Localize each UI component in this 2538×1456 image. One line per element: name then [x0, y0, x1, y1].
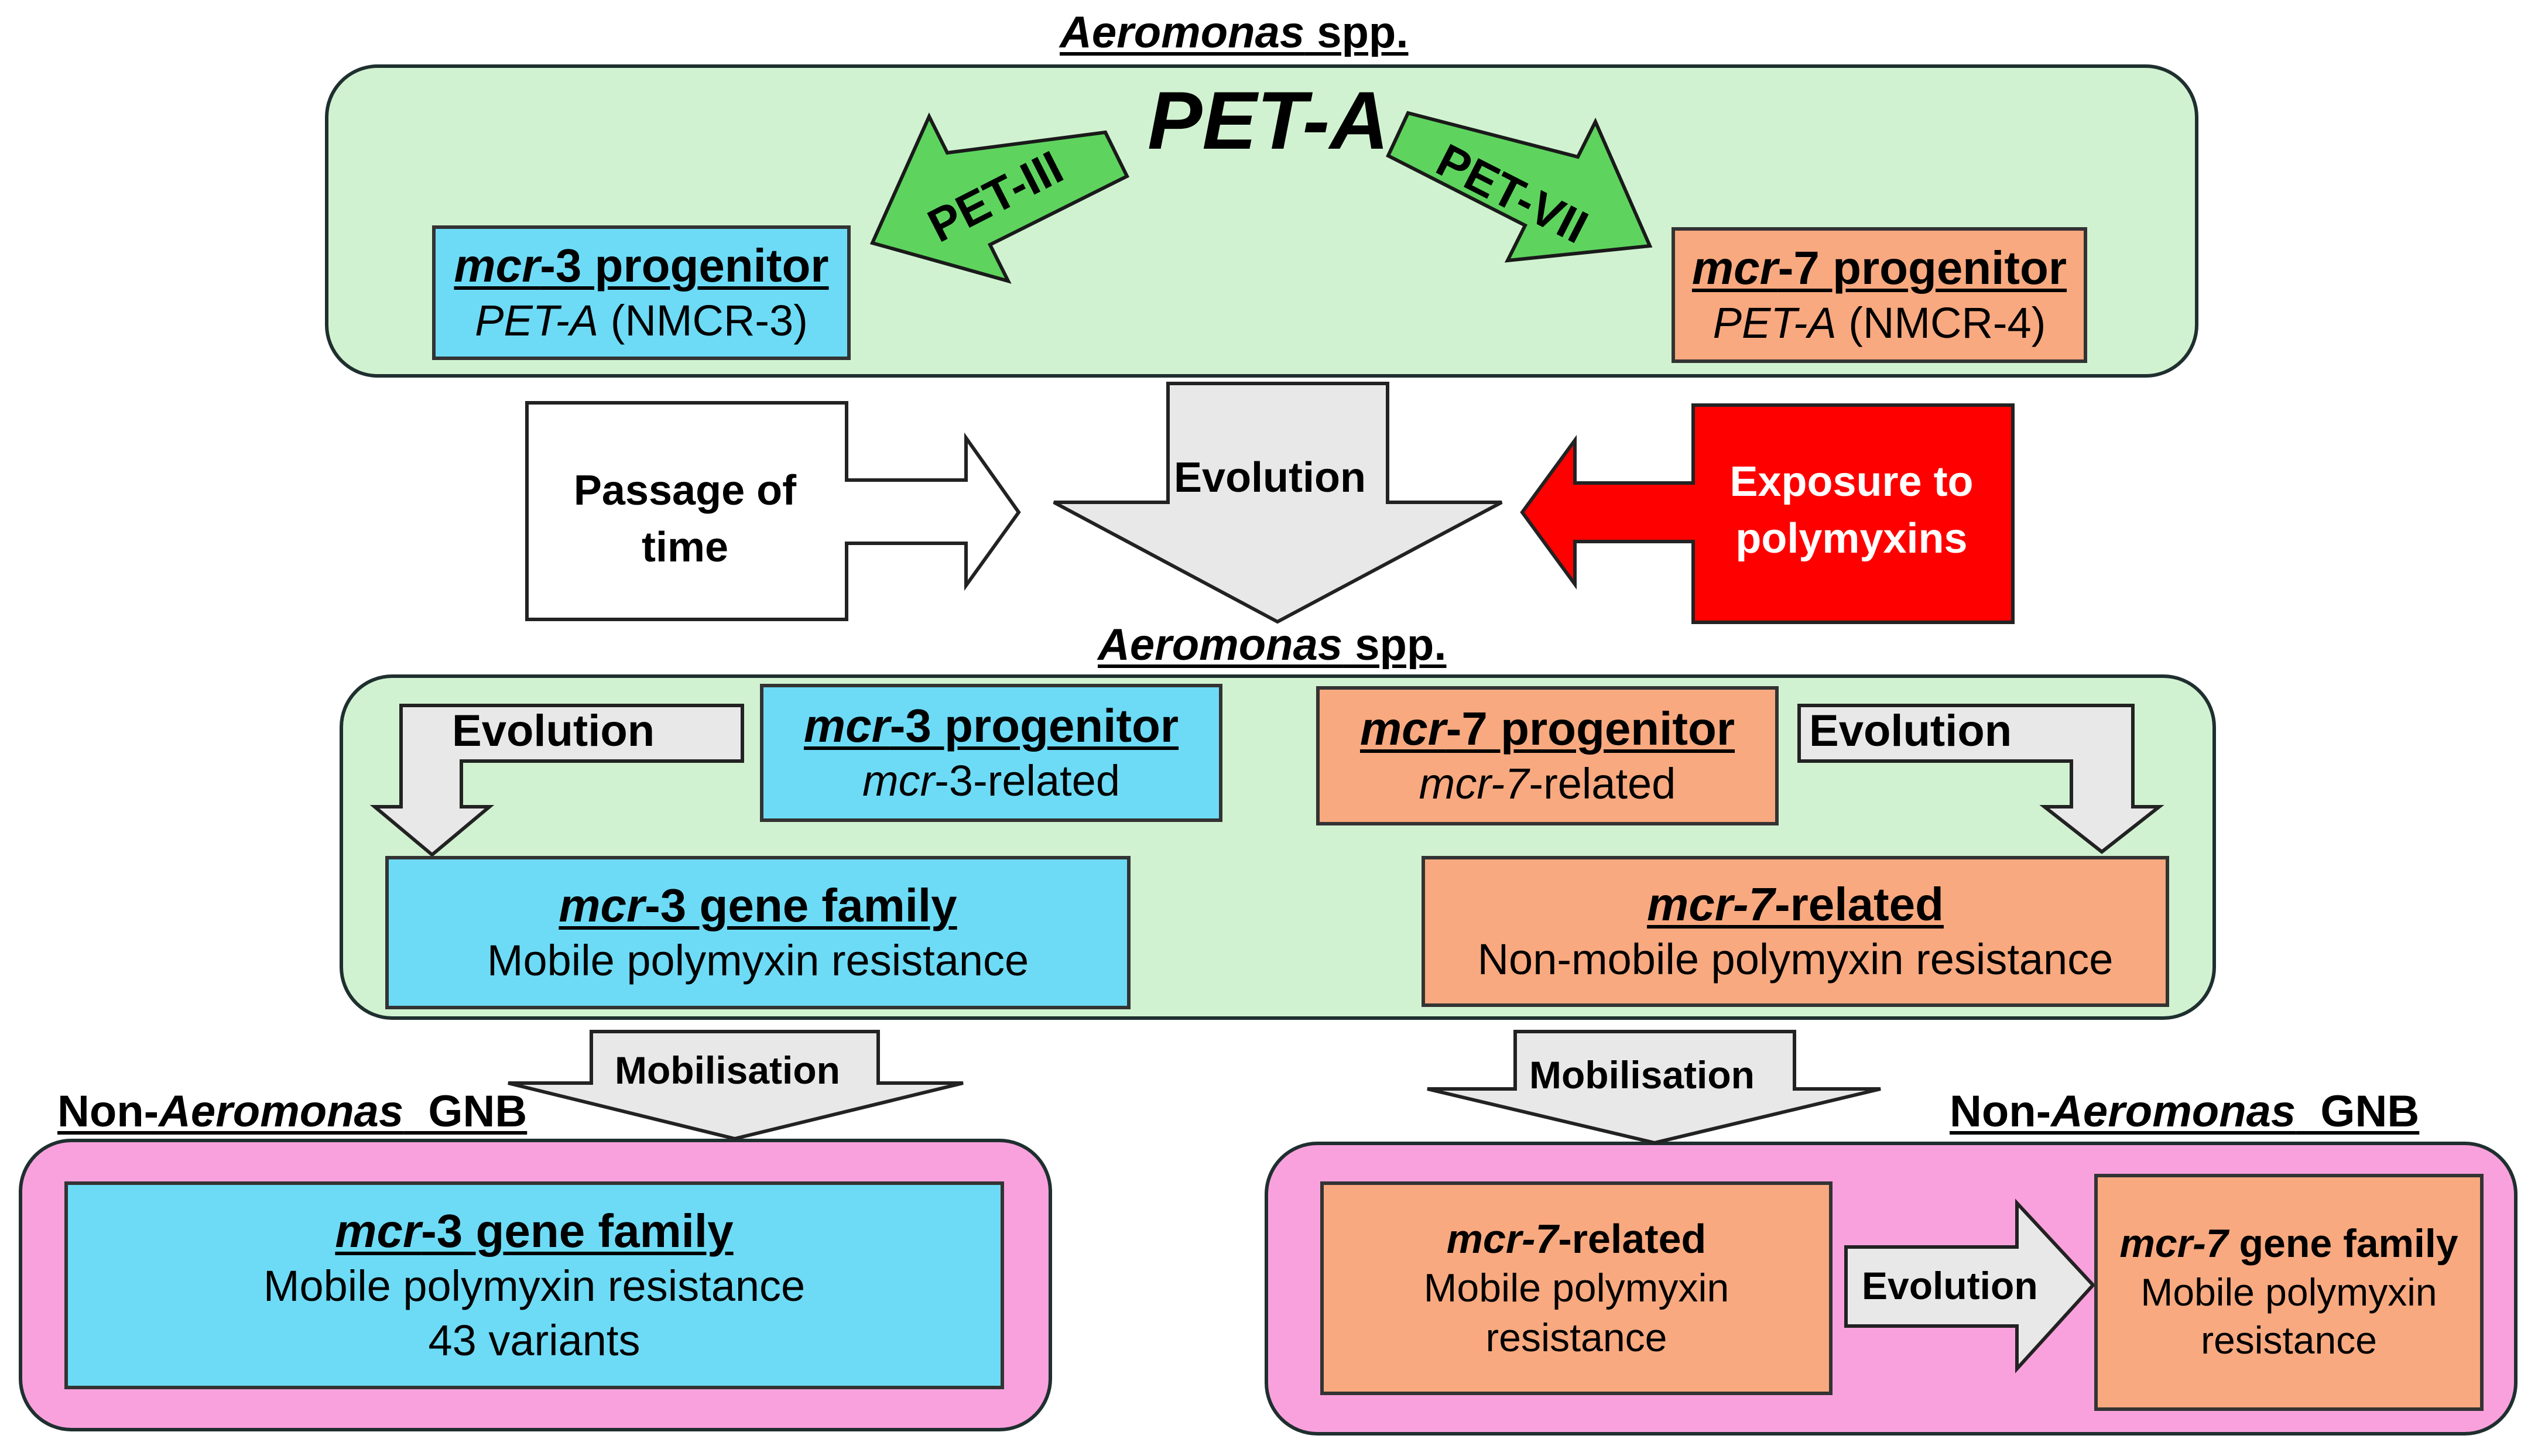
mcr3-progenitor-title: mcr-3 progenitor: [454, 239, 829, 292]
mcr7-progenitor-title: mcr-7 progenitor: [1691, 241, 2067, 294]
mcr7-progenitor-pet-a-box: mcr-7 progenitor PET-A (NMCR-4): [1672, 227, 2087, 363]
bottom-mcr7-related-line2: resistance: [1485, 1315, 1667, 1360]
bottom-mcr7-gene-family-title: mcr-7 gene family: [2119, 1221, 2458, 1266]
second-mcr3-gene-family-title: mcr-3 gene family: [559, 879, 957, 931]
second-mcr7-related-title: mcr-7-related: [1647, 878, 1944, 930]
left-mobilisation-label: Mobilisation: [615, 1049, 840, 1092]
second-mcr3-gene-family-subtitle: Mobile polymyxin resistance: [487, 936, 1029, 985]
mcr3-progenitor-pet-a-box: mcr-3 progenitor PET-A (NMCR-3): [432, 225, 851, 360]
second-mcr7-related-subtitle: Non-mobile polymyxin resistance: [1477, 934, 2114, 984]
pet-a-title: PET-A: [1148, 74, 1389, 166]
mcr7-progenitor-subtitle: PET-A (NMCR-4): [1712, 298, 2046, 347]
passage-of-time-arrow: [525, 401, 1021, 621]
second-mcr3-progenitor-subtitle: mcr-3-related: [862, 756, 1120, 805]
right-mobilisation-label: Mobilisation: [1529, 1053, 1755, 1097]
second-left-evolution-label: Evolution: [452, 706, 655, 756]
right-mobilisation-arrow: [1427, 1030, 1881, 1145]
second-region-label: Aeromonas spp.: [1098, 620, 1447, 670]
bottom-mcr7-gene-family-line2: resistance: [2201, 1318, 2377, 1362]
bottom-mcr7-related-box: mcr-7-related Mobile polymyxin resistanc…: [1320, 1181, 1833, 1395]
second-mcr7-progenitor-subtitle: mcr-7-related: [1419, 759, 1676, 808]
pet-vii-arrow: [1386, 111, 1653, 263]
right-non-aeromonas-label: Non-Aeromonas GNB: [1950, 1087, 2420, 1136]
bottom-evolution-arrow: [1844, 1198, 2096, 1373]
exposure-to-polymyxins-text: Exposure to polymyxins: [1729, 458, 1974, 563]
mcr3-progenitor-subtitle: PET-A (NMCR-3): [475, 296, 808, 345]
left-evolution-arrow: [369, 704, 744, 857]
bottom-mcr3-gene-family-box: mcr-3 gene family Mobile polymyxin resis…: [64, 1181, 1004, 1389]
second-mcr7-progenitor-title: mcr-7 progenitor: [1359, 702, 1735, 755]
second-mcr3-progenitor-title: mcr-3 progenitor: [803, 699, 1179, 752]
bottom-mcr3-gene-family-title: mcr-3 gene family: [335, 1205, 734, 1257]
bottom-mcr3-gene-family-line2: 43 variants: [428, 1315, 641, 1365]
right-evolution-arrow: [1797, 704, 2164, 854]
bottom-mcr7-gene-family-line1: Mobile polymyxin: [2140, 1270, 2437, 1314]
left-non-aeromonas-label: Non-Aeromonas GNB: [57, 1087, 528, 1136]
bottom-mcr7-gene-family-box: mcr-7 gene family Mobile polymyxin resis…: [2094, 1174, 2484, 1411]
second-mcr3-gene-family-box: mcr-3 gene family Mobile polymyxin resis…: [385, 856, 1131, 1009]
passage-of-time-text: Passage of time: [573, 467, 797, 571]
pet-iii-arrow: [869, 112, 1130, 284]
second-mcr7-progenitor-box: mcr-7 progenitor mcr-7-related: [1316, 686, 1779, 825]
second-mcr7-related-box: mcr-7-related Non-mobile polymyxin resis…: [1422, 856, 2169, 1007]
second-right-evolution-label: Evolution: [1809, 706, 2012, 756]
central-evolution-label: Evolution: [1174, 454, 1366, 501]
second-mcr3-progenitor-box: mcr-3 progenitor mcr-3-related: [760, 684, 1222, 822]
exposure-to-polymyxins-arrow: [1520, 403, 2015, 624]
bottom-mcr7-related-title: mcr-7-related: [1446, 1215, 1707, 1262]
left-mobilisation-arrow: [508, 1030, 964, 1141]
bottom-mcr3-gene-family-line1: Mobile polymyxin resistance: [263, 1262, 806, 1310]
bottom-mcr7-related-line1: Mobile polymyxin: [1423, 1265, 1729, 1310]
top-region-label: Aeromonas spp.: [1060, 8, 1409, 57]
central-evolution-arrow: [1053, 382, 1503, 624]
bottom-evolution-label: Evolution: [1862, 1264, 2038, 1307]
